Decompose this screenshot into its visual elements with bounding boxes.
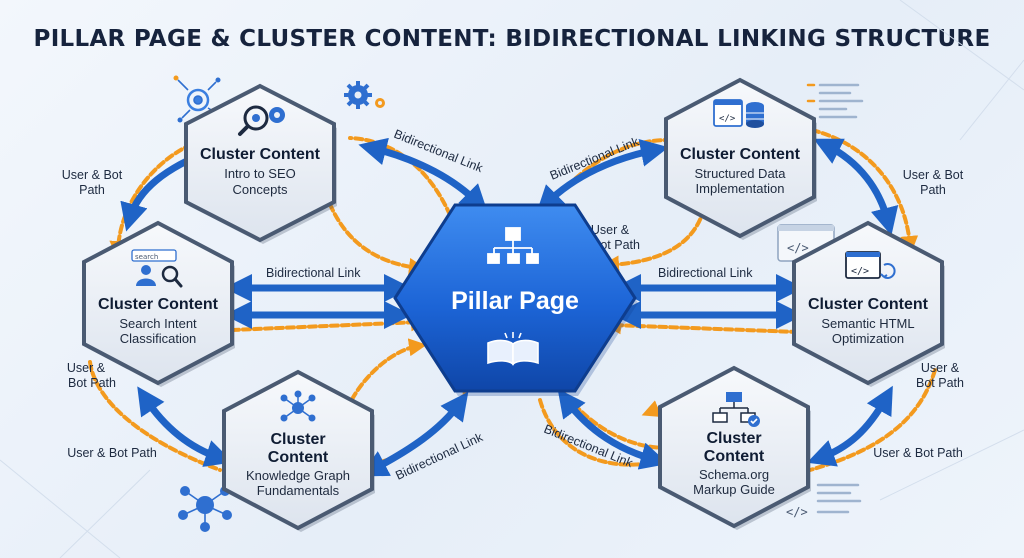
cluster-title-line2: Content xyxy=(268,449,329,466)
magnifier-gears-icon xyxy=(238,105,285,136)
path-label-top-left-2: Path xyxy=(79,183,105,197)
cluster-subtitle-line2: Optimization xyxy=(832,331,904,346)
html-refresh-icon: </> xyxy=(845,251,896,279)
cluster-subtitle-line2: Classification xyxy=(120,331,197,346)
diagram-title: PILLAR PAGE & CLUSTER CONTENT: BIDIRECTI… xyxy=(33,26,991,52)
svg-text:</>: </> xyxy=(787,241,809,255)
cluster-title: Cluster Content xyxy=(808,296,929,313)
cluster-node-intro-seo[interactable]: Cluster Content Intro to SEO Concepts xyxy=(184,83,337,244)
cluster-subtitle-line1: Structured Data xyxy=(694,166,786,181)
hierarchy-icon xyxy=(487,227,539,264)
cluster-subtitle-line1: Intro to SEO xyxy=(224,166,296,181)
cluster-subtitle-line1: Search Intent xyxy=(119,316,197,331)
pillar-label: Pillar Page xyxy=(451,287,579,315)
path-label-top-left: User & Bot xyxy=(62,168,123,182)
cluster-title: Cluster Content xyxy=(200,146,321,163)
schema-tree-icon xyxy=(712,392,760,427)
cluster-node-semantic-html[interactable]: </> Cluster Content Semantic HTML Optimi… xyxy=(792,220,945,387)
network-people-icon xyxy=(178,486,232,532)
path-mid-right-to-pillar xyxy=(603,316,800,335)
path-label-mid-left-2: Bot Path xyxy=(68,376,116,390)
cluster-node-knowledge-graph[interactable]: Cluster Content Knowledge Graph Fundamen… xyxy=(222,369,375,532)
gear-icon xyxy=(344,81,372,109)
arrow-mid-right-bottom-right xyxy=(806,385,893,467)
cluster-title-line1: Cluster xyxy=(270,431,325,448)
path-label-top-right: User & Bot xyxy=(903,168,964,182)
svg-text:</>: </> xyxy=(719,114,736,124)
arrow-bottom-left-pillar xyxy=(359,391,469,477)
cluster-title-line2: Content xyxy=(704,448,765,465)
cluster-title-line1: Cluster xyxy=(706,430,761,447)
path-label-bottom-left: User & Bot Path xyxy=(67,446,157,460)
cluster-title: Cluster Content xyxy=(680,146,801,163)
path-label-mid-right-2: Bot Path xyxy=(916,376,964,390)
path-label-bottom-right: User & Bot Path xyxy=(873,446,963,460)
cluster-node-search-intent[interactable]: search Cluster Content Search Intent Cla… xyxy=(82,220,235,387)
cluster-subtitle-line2: Concepts xyxy=(233,182,288,197)
gear-small-icon xyxy=(375,98,385,108)
cluster-subtitle-line2: Fundamentals xyxy=(257,483,340,498)
cluster-subtitle-line1: Knowledge Graph xyxy=(246,468,350,483)
link-label-top-left: Bidirectional Link xyxy=(392,127,486,176)
path-mid-left-to-pillar xyxy=(230,313,429,332)
arrow-top-left-pillar xyxy=(358,137,488,213)
svg-text:search: search xyxy=(135,253,158,261)
path-label-top-right-2: Path xyxy=(920,183,946,197)
pillar-node[interactable]: Pillar Page xyxy=(393,203,638,396)
code-database-icon: </> xyxy=(713,99,764,128)
svg-text:</>: </> xyxy=(786,505,808,519)
cluster-subtitle-line1: Semantic HTML xyxy=(821,316,914,331)
link-label-mid-left: Bidirectional Link xyxy=(266,266,361,280)
path-label-top-center-right: User & xyxy=(591,223,630,237)
path-label-mid-left: User & xyxy=(67,361,106,375)
search-user-icon: search xyxy=(131,249,183,288)
cluster-node-structured-data[interactable]: </> Cluster Content Structured Data Impl… xyxy=(664,77,817,240)
code-snippet-decoration: </> xyxy=(786,483,862,519)
link-label-mid-right: Bidirectional Link xyxy=(658,266,753,280)
knowledge-graph-icon xyxy=(280,390,316,422)
arrow-mid-left-bottom-left xyxy=(137,386,234,467)
cluster-subtitle-line1: Schema.org xyxy=(699,467,769,482)
code-lines-decoration xyxy=(806,83,864,119)
arrow-bottom-right-pillar xyxy=(557,388,669,470)
open-book-icon xyxy=(487,332,539,366)
path-label-mid-right: User & xyxy=(921,361,960,375)
svg-text:</>: </> xyxy=(851,266,869,277)
link-label-bottom-left: Bidirectional Link xyxy=(393,430,485,483)
cluster-title: Cluster Content xyxy=(98,296,219,313)
arrow-top-right-pillar xyxy=(536,139,669,214)
cluster-node-schema-markup[interactable]: Cluster Content Schema.org Markup Guide xyxy=(658,365,811,530)
cluster-subtitle-line2: Markup Guide xyxy=(693,482,775,497)
cluster-subtitle-line2: Implementation xyxy=(696,181,785,196)
arrow-top-right-mid-right xyxy=(813,138,899,236)
